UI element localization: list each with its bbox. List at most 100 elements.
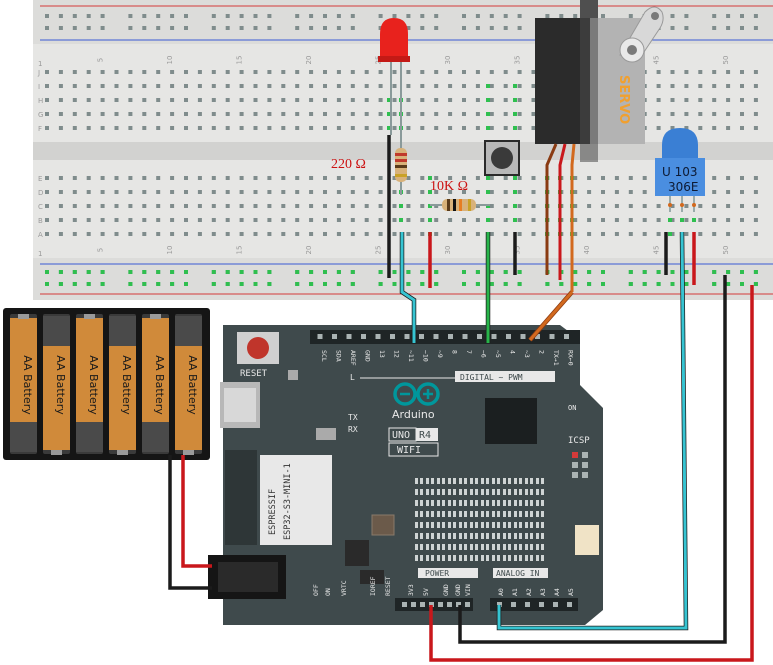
breadboard-hole — [184, 190, 188, 194]
header-pin[interactable] — [375, 334, 381, 339]
icsp-pin[interactable] — [572, 452, 578, 458]
breadboard-hole — [420, 126, 425, 130]
breadboard-hole — [184, 70, 188, 74]
breadboard-hole — [239, 176, 244, 180]
breadboard-hole — [211, 190, 216, 194]
breadboard-hole — [100, 112, 105, 116]
breadboard-hole — [740, 84, 744, 88]
breadboard-hole — [267, 126, 272, 130]
header-pin[interactable] — [520, 334, 526, 339]
breadboard-hole — [406, 190, 411, 194]
analog-header-pin[interactable] — [511, 602, 516, 607]
breadboard-hole — [406, 98, 411, 102]
header-pin[interactable] — [361, 334, 366, 339]
breadboard-hole — [225, 232, 230, 236]
header-pin[interactable] — [404, 334, 410, 339]
header-pin[interactable] — [506, 334, 511, 339]
breadboard-hole — [86, 84, 91, 88]
power-header-pin[interactable] — [438, 602, 443, 607]
matrix-led — [514, 544, 522, 550]
header-pin[interactable] — [462, 334, 468, 339]
analog-header-pin[interactable] — [567, 602, 572, 607]
icsp-pin[interactable] — [582, 452, 588, 458]
header-pin[interactable] — [535, 334, 540, 339]
header-pin[interactable] — [419, 334, 424, 339]
breadboard-hole — [726, 98, 731, 102]
analog-header-pin[interactable] — [539, 602, 544, 607]
analog-header-pin[interactable] — [497, 602, 502, 607]
analog-header-pin[interactable] — [553, 602, 558, 607]
rail-hole — [336, 14, 341, 18]
analog-header-pin[interactable] — [525, 602, 530, 607]
icsp-pin[interactable] — [572, 472, 578, 478]
header-pin[interactable] — [477, 334, 482, 339]
power-header-pin[interactable] — [411, 602, 416, 607]
breadboard-hole — [448, 84, 453, 88]
header-pin[interactable] — [346, 334, 352, 339]
icsp-pin[interactable] — [572, 462, 578, 468]
header-pin[interactable] — [332, 334, 337, 339]
row-letter: B — [38, 217, 43, 225]
rail-hole-active — [753, 282, 758, 286]
icsp-pin[interactable] — [582, 462, 588, 468]
active-hole — [513, 84, 517, 88]
rail-hole — [740, 26, 744, 30]
rail-hole-active — [489, 282, 494, 286]
breadboard-hole — [531, 232, 536, 236]
breadboard-hole — [392, 204, 397, 208]
breadboard-hole — [336, 126, 341, 130]
header-pin[interactable] — [433, 334, 439, 339]
header-pin[interactable] — [390, 334, 395, 339]
matrix-led — [470, 500, 478, 506]
rail-hole — [267, 14, 272, 18]
rail-hole-active — [545, 282, 550, 286]
digital-pin-label: 13 — [378, 350, 386, 358]
breadboard-hole — [281, 126, 286, 130]
header-pin[interactable] — [564, 334, 569, 339]
battery-ground-wire — [168, 455, 212, 590]
breadboard-hole — [309, 126, 314, 130]
breadboard-hole — [503, 218, 508, 222]
push-button[interactable] — [484, 140, 520, 176]
breadboard-hole — [434, 218, 439, 222]
breadboard-hole — [740, 204, 744, 208]
power-header-pin[interactable] — [456, 602, 461, 607]
icsp-pin[interactable] — [582, 472, 588, 478]
breadboard-hole — [142, 190, 147, 194]
rail-hole — [211, 26, 216, 30]
wire-power-5v — [429, 285, 754, 662]
breadboard-hole — [392, 126, 397, 130]
power-header-pin[interactable] — [402, 602, 407, 607]
rail-hole-active — [378, 270, 383, 274]
power-header-pin[interactable] — [465, 602, 470, 607]
breadboard-hole — [712, 70, 717, 74]
breadboard-hole — [531, 98, 536, 102]
header-pin[interactable] — [448, 334, 453, 339]
power-header-pin[interactable] — [429, 602, 434, 607]
breadboard-hole — [239, 232, 244, 236]
header-pin[interactable] — [549, 334, 555, 339]
breadboard-hole — [100, 232, 105, 236]
breadboard-hole — [323, 84, 327, 88]
breadboard-hole — [587, 204, 592, 208]
matrix-led — [470, 478, 478, 484]
column-number: 15 — [236, 56, 244, 65]
reset-button[interactable] — [247, 337, 269, 359]
matrix-led — [503, 511, 511, 517]
breadboard-hole — [45, 84, 49, 88]
header-pin[interactable] — [491, 334, 497, 339]
breadboard-hole — [475, 98, 480, 102]
breadboard-hole — [684, 112, 689, 116]
active-hole — [513, 98, 517, 102]
power-pin-label: RESET — [384, 576, 392, 596]
header-pin[interactable] — [317, 334, 323, 339]
breadboard-hole — [475, 232, 480, 236]
breadboard-hole — [656, 204, 661, 208]
power-header-pin[interactable] — [447, 602, 452, 607]
battery-power-wire — [181, 455, 212, 568]
breadboard-hole — [378, 218, 383, 222]
breadboard-hole — [378, 112, 383, 116]
power-header-pin[interactable] — [420, 602, 425, 607]
breadboard-hole — [712, 218, 717, 222]
